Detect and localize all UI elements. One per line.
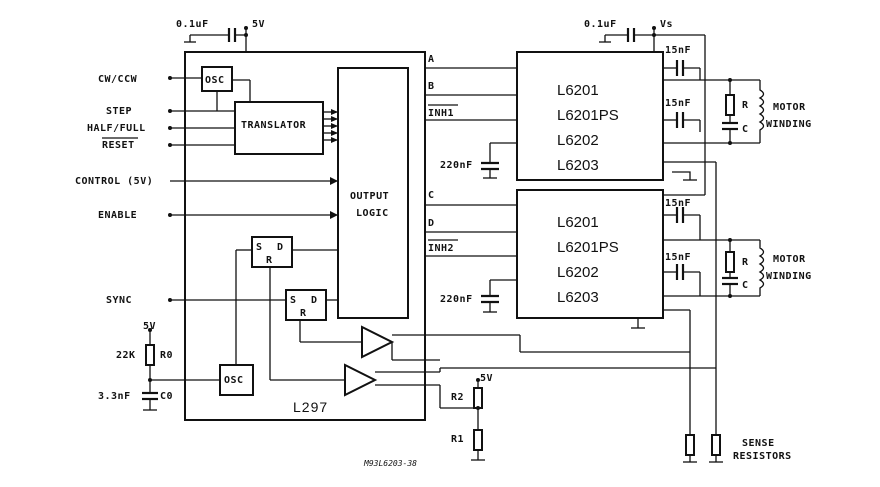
input-enable: ENABLE <box>98 210 137 221</box>
input-step: STEP <box>106 106 132 117</box>
motor-winding-1: R C MOTOR WINDING <box>722 78 812 145</box>
osc-top-label: OSC <box>205 75 225 86</box>
divider-supply: 5V <box>480 373 493 384</box>
driver2-part-3: L6202 <box>557 264 599 281</box>
r0-value: 22K <box>116 350 136 361</box>
ff2-d: D <box>311 295 318 306</box>
r0-name: R0 <box>160 350 173 361</box>
cap-15nf-2-label: 15nF <box>665 98 691 109</box>
flipflop-1 <box>251 236 293 268</box>
c0-name: C0 <box>160 391 173 402</box>
cap-220nf-1: 220nF <box>440 142 517 179</box>
cap-15nf-2: 15nF <box>663 98 701 132</box>
driver1-part-2: L6201PS <box>557 107 619 124</box>
output-logic-label-1: OUTPUT <box>350 191 389 202</box>
output-inh2: INH2 <box>428 243 454 254</box>
comparator-1 <box>361 325 395 359</box>
rc-supply-label: 5V <box>143 321 156 332</box>
osc-bottom-label: OSC <box>224 375 244 386</box>
driver2-part-1: L6201 <box>557 214 599 231</box>
motor2-label2: WINDING <box>766 271 812 282</box>
motor1-label1: MOTOR <box>773 102 806 113</box>
motor-winding-2: R C MOTOR WINDING <box>722 238 812 298</box>
motor2-r: R <box>742 257 749 268</box>
output-b: B <box>428 81 435 92</box>
driver1-part-4: L6203 <box>557 157 599 174</box>
output-d: D <box>428 218 435 229</box>
chip-label: L297 <box>293 399 328 415</box>
cap-label-top-right: 0.1uF <box>584 19 617 30</box>
input-cw-ccw: CW/CCW <box>98 74 138 85</box>
r1-label: R1 <box>451 434 464 445</box>
cap-15nf-4: 15nF <box>663 252 701 296</box>
comparator-2 <box>344 363 378 397</box>
cap-220nf-1-label: 220nF <box>440 160 473 171</box>
driver-ic-2 <box>516 189 664 319</box>
driver2-part-4: L6203 <box>557 289 599 306</box>
ff1-d: D <box>277 242 284 253</box>
osc-bottom-block <box>219 364 254 396</box>
output-a: A <box>428 54 435 65</box>
cap-15nf-1-label: 15nF <box>665 45 691 56</box>
sense-label-1: SENSE <box>742 438 775 449</box>
sense-resistors: SENSE RESISTORS <box>683 434 792 463</box>
translator-block <box>234 101 324 155</box>
output-c: C <box>428 190 435 201</box>
driver2-part-2: L6201PS <box>557 239 619 256</box>
translator-outputs <box>323 109 338 143</box>
input-half-full: HALF/FULL <box>87 123 146 134</box>
cap-220nf-2-label: 220nF <box>440 294 473 305</box>
motor2-c: C <box>742 280 749 291</box>
cap-15nf-4-label: 15nF <box>665 252 691 263</box>
driver-ic-1 <box>516 51 664 181</box>
motor2-label1: MOTOR <box>773 254 806 265</box>
ff1-r: R <box>266 255 273 266</box>
cap-label-top-left: 0.1uF <box>176 19 209 30</box>
flipflop-2 <box>285 289 327 321</box>
supply-vs: Vs <box>660 19 673 30</box>
cap-15nf-1: 15nF <box>663 45 701 80</box>
c0-value: 3.3nF <box>98 391 131 402</box>
driver1-part-1: L6201 <box>557 82 599 99</box>
output-inh1: INH1 <box>428 108 454 119</box>
motor1-r: R <box>742 100 749 111</box>
output-logic-block <box>337 67 409 319</box>
input-sync: SYNC <box>106 295 132 306</box>
reference-divider: 5V R2 R1 <box>451 373 493 461</box>
ff2-r: R <box>300 308 307 319</box>
output-logic-label-2: LOGIC <box>356 208 389 219</box>
translator-label: TRANSLATOR <box>241 120 307 131</box>
supply-decoupling-left: 0.1uF 5V <box>176 19 265 52</box>
cap-15nf-3: 15nF <box>663 198 701 240</box>
supply-5v-top: 5V <box>252 19 265 30</box>
cap-220nf-2: 220nF <box>440 279 517 313</box>
motor1-label2: WINDING <box>766 119 812 130</box>
motor1-c: C <box>742 124 749 135</box>
input-control: CONTROL (5V) <box>75 176 153 187</box>
sense-label-2: RESISTORS <box>733 451 792 462</box>
ff1-s: S <box>256 242 263 253</box>
figure-reference: M93L6203-38 <box>363 459 417 468</box>
r2-label: R2 <box>451 392 464 403</box>
input-pins: CW/CCW STEP HALF/FULL RESET CONTROL (5V)… <box>75 74 338 306</box>
input-reset: RESET <box>102 140 135 151</box>
osc-rc-network: 5V 22K R0 3.3nF C0 <box>98 321 173 411</box>
ff2-s: S <box>290 295 297 306</box>
supply-decoupling-right: 0.1uF Vs <box>584 19 706 196</box>
driver1-part-3: L6202 <box>557 132 599 149</box>
cap-15nf-3-label: 15nF <box>665 198 691 209</box>
output-signals: A B INH1 C D INH2 <box>425 54 517 257</box>
